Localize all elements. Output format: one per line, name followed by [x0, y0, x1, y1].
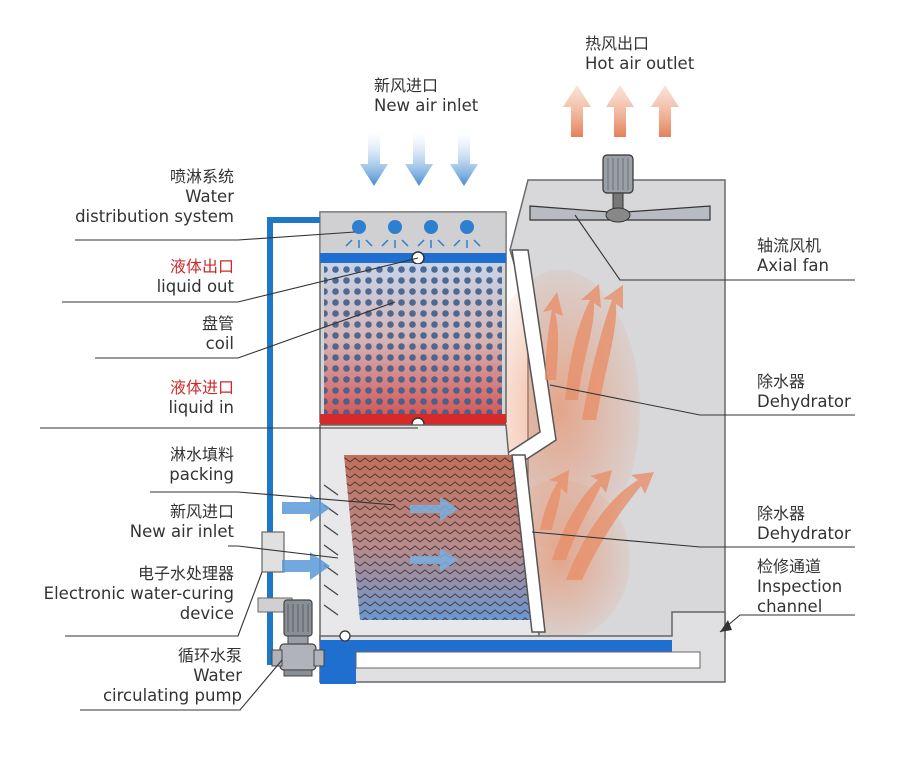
lower-dehydrator-panel [511, 454, 546, 633]
label-new-air-inlet-top: 新风进口 New air inlet [374, 76, 478, 116]
hot-air-outlet-zh: 热风出口 [585, 34, 650, 53]
water-distribution-zh: 喷淋系统 [169, 167, 234, 186]
liquid-in-zh: 液体进口 [169, 378, 234, 397]
liquid-out-zh: 液体出口 [169, 257, 234, 276]
label-hot-air-outlet: 热风出口 Hot air outlet [585, 34, 694, 74]
hot-air-outlet-en: Hot air outlet [585, 54, 695, 73]
water-distribution-en1: Water [185, 187, 234, 206]
hot-air-flow-lower [540, 470, 654, 580]
coil-zh: 盘管 [201, 314, 234, 333]
circulating-pump [271, 599, 325, 677]
packing-zh: 淋水填料 [169, 445, 234, 464]
circulating-pump-en2: circulating pump [102, 686, 242, 705]
new-air-inlet-top-en: New air inlet [374, 96, 479, 115]
label-new-air-inlet-side: 新风进口 New air inlet [130, 502, 234, 542]
label-water-curing: 电子水处理器 Electronic water-curing device [44, 564, 234, 624]
new-air-inlet-arrows-top [360, 132, 478, 186]
liquid-in-en: liquid in [168, 398, 234, 417]
hot-air-flow-upper [543, 284, 623, 420]
leader-lines [40, 214, 855, 711]
packing-en: packing [169, 465, 234, 484]
circulating-pump-zh: 循环水泵 [177, 646, 242, 665]
label-circulating-pump: 循环水泵 Water circulating pump [103, 646, 242, 706]
axial-fan-zh: 轴流风机 [757, 236, 822, 255]
inspection-channel-zh: 检修通道 [757, 557, 822, 576]
inlet-louvers [323, 484, 339, 616]
coil-en: coil [205, 334, 234, 353]
spray-nozzles [345, 220, 481, 248]
label-coil: 盘管 coil [202, 314, 234, 354]
dehydrator-2-zh: 除水器 [757, 504, 806, 523]
label-water-distribution: 喷淋系统 Water distribution system [75, 167, 234, 227]
axial-fan [529, 154, 711, 223]
water-curing-zh: 电子水处理器 [137, 564, 234, 583]
label-liquid-in: 液体进口 liquid in [169, 378, 234, 418]
dehydrator-2-en: Dehydrator [757, 524, 851, 543]
label-dehydrator-1: 除水器 Dehydrator [757, 372, 851, 412]
label-packing: 淋水填料 packing [169, 445, 234, 485]
water-curing-en1: Electronic water-curing [43, 584, 234, 603]
label-dehydrator-2: 除水器 Dehydrator [757, 504, 851, 544]
new-air-inlet-side-en: New air inlet [129, 522, 234, 541]
dehydrator-1-en: Dehydrator [757, 392, 851, 411]
water-distribution-en2: distribution system [75, 207, 234, 226]
label-liquid-out: 液体出口 liquid out [157, 257, 234, 297]
hot-air-outlet-arrows [563, 85, 679, 137]
inspection-channel-en1: Inspection [757, 577, 843, 596]
water-return-pipe [267, 217, 320, 665]
axial-fan-en: Axial fan [757, 256, 829, 275]
liquid-out-en: liquid out [156, 277, 234, 296]
packing-flow-arrows [410, 497, 458, 572]
water-curing-en2: device [179, 604, 234, 623]
dehydrator-1-zh: 除水器 [757, 372, 806, 391]
new-air-inlet-side-zh: 新风进口 [169, 502, 234, 521]
circulating-pump-en1: Water [193, 666, 242, 685]
new-air-inlet-arrows-side [282, 494, 330, 580]
inspection-channel-en2: channel [757, 597, 823, 616]
label-axial-fan: 轴流风机 Axial fan [757, 236, 829, 276]
label-inspection-channel: 检修通道 Inspection channel [757, 557, 842, 617]
new-air-inlet-top-zh: 新风进口 [374, 76, 439, 95]
